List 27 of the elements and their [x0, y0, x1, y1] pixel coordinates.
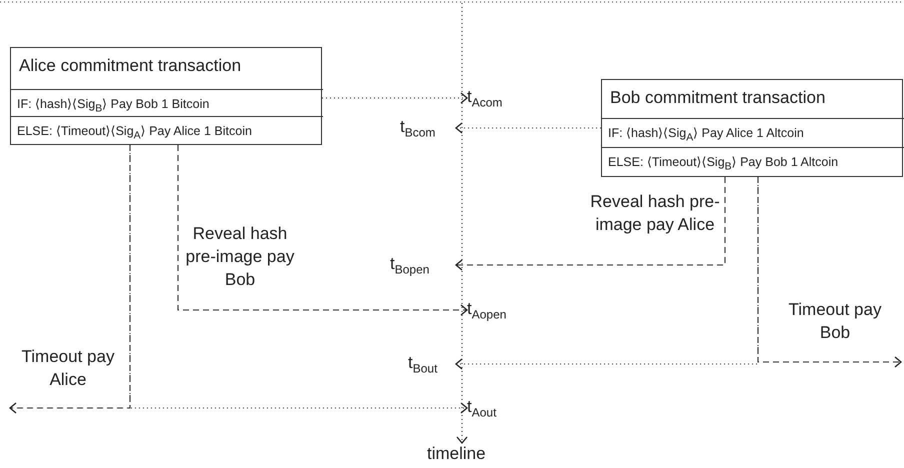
arrow: [455, 177, 726, 271]
edge-label: Reveal hash pre-image pay Bob: [184, 223, 296, 291]
box-title: Bob commitment transaction: [610, 88, 826, 108]
arrow: [455, 177, 759, 370]
arrow: [177, 145, 468, 316]
arrow: [129, 145, 468, 414]
time-label: t$_{Bopen}$: [390, 253, 456, 277]
condition-row: IF: ⟨hash⟩⟨Sig$_{B}$⟩ Pay Bob 1 Bitcoin: [11, 89, 323, 116]
condition-row: ELSE: ⟨Timeout⟩⟨Sig$_{B}$⟩ Pay Bob 1 Altcoin: [602, 147, 904, 178]
time-label: t$_{Bcom}$: [400, 116, 456, 140]
time-label: timeline: [427, 443, 497, 465]
arrow: [456, 3, 468, 444]
condition-row: ELSE: ⟨Timeout⟩⟨Sig$_{A}$⟩ Pay Alice 1 Bitcoin: [11, 116, 323, 146]
transaction-box: [10, 47, 322, 145]
arrow: [757, 177, 902, 368]
edge-label: Timeout pay Alice: [20, 346, 116, 391]
edge-label: Reveal hash pre-image pay Alice: [590, 191, 720, 236]
arrow: [9, 145, 131, 414]
box-title: Alice commitment transaction: [19, 56, 242, 76]
condition-row: IF: ⟨hash⟩⟨Sig$_{A}$⟩ Pay Alice 1 Altcoin: [602, 118, 904, 147]
time-label: t$_{Acom}$: [467, 86, 537, 110]
time-label: t$_{Bout}$: [408, 352, 456, 376]
time-label: t$_{Aout}$: [467, 396, 533, 420]
time-label: t$_{Aopen}$: [467, 298, 547, 322]
arrow: [455, 122, 601, 134]
transaction-box: [601, 79, 903, 177]
edge-label: Timeout pay Bob: [788, 299, 882, 344]
